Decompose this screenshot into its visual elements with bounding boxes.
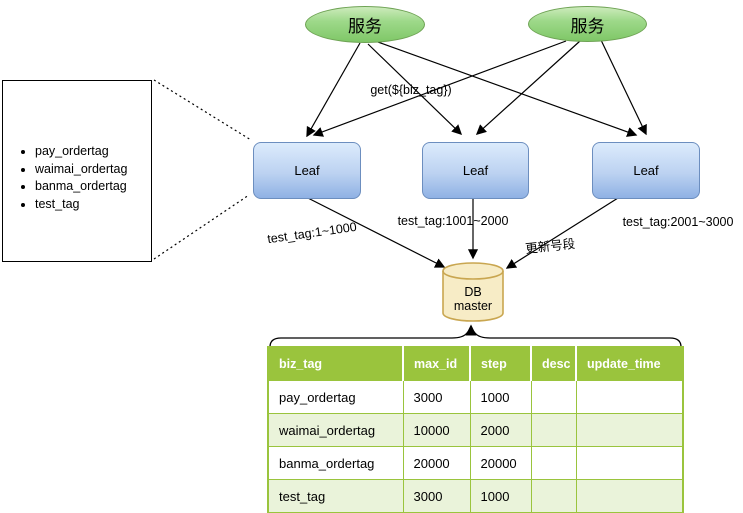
cell-step: 1000 <box>469 479 532 513</box>
update-segment-label: 更新号段 <box>524 236 576 257</box>
cell-update-time <box>575 413 684 447</box>
dotted-callout-bottom <box>153 194 250 260</box>
dotted-callout-top <box>153 79 252 141</box>
table-row: pay_ordertag 3000 1000 <box>267 380 684 414</box>
db-label-line1: DB <box>464 285 482 299</box>
cell-max-id: 10000 <box>402 413 471 447</box>
cell-max-id: 3000 <box>402 479 471 513</box>
table-row: test_tag 3000 1000 <box>267 479 684 513</box>
tag-list-note: pay_ordertag waimai_ordertag banma_order… <box>2 80 152 262</box>
cell-step: 1000 <box>469 380 532 414</box>
tag-list-item: pay_ordertag <box>35 143 151 161</box>
cell-step: 20000 <box>469 446 532 480</box>
cell-update-time <box>575 479 684 513</box>
leaf-node-1-label: Leaf <box>294 163 320 178</box>
leaf-node-2-label: Leaf <box>462 163 489 178</box>
cell-desc <box>530 413 577 447</box>
arrow-service1-leaf1 <box>306 42 361 138</box>
tag-list-item: banma_ordertag <box>35 178 151 196</box>
col-header-update-time: update_time <box>576 347 683 381</box>
cell-max-id: 20000 <box>402 446 471 480</box>
cell-update-time <box>575 446 684 480</box>
request-edge-label: get(${biz_tag}) <box>370 83 452 97</box>
cell-update-time <box>575 380 684 414</box>
cell-biz-tag: banma_ordertag <box>267 446 404 480</box>
leaf-node-1: Leaf <box>253 142 361 199</box>
cell-desc <box>530 380 577 414</box>
leaf-node-3: Leaf <box>592 142 700 199</box>
leaf-node-2: Leaf <box>422 142 529 199</box>
leaf-node-3-label: Leaf <box>633 163 659 178</box>
col-header-step: step <box>470 347 532 381</box>
leaf3-segment-label: test_tag:2001~3000 <box>622 215 734 229</box>
service-node-1: 服务 <box>305 6 425 43</box>
cell-biz-tag: pay_ordertag <box>267 380 404 414</box>
tag-list-item: waimai_ordertag <box>35 161 151 179</box>
table-row: waimai_ordertag 10000 2000 <box>267 413 684 447</box>
leaf1-segment-label: test_tag:1~1000 <box>266 219 358 247</box>
cell-desc <box>530 446 577 480</box>
tag-list-item: test_tag <box>35 196 151 214</box>
service-node-2-label: 服务 <box>570 16 605 36</box>
leaf2-segment-label: test_tag:1001~2000 <box>397 214 509 228</box>
table-header-row: biz_tag max_id step desc update_time <box>268 347 683 381</box>
db-label-line2: master <box>453 299 493 313</box>
table-row: banma_ordertag 20000 20000 <box>267 446 684 480</box>
arrow-leaf3-db <box>505 197 619 269</box>
col-header-max-id: max_id <box>403 347 471 381</box>
cell-step: 2000 <box>469 413 532 447</box>
service-node-2: 服务 <box>528 6 647 42</box>
col-header-desc: desc <box>531 347 577 381</box>
segment-table: biz_tag max_id step desc update_time pay… <box>267 346 684 513</box>
cell-desc <box>530 479 577 513</box>
tag-list: pay_ordertag waimai_ordertag banma_order… <box>3 81 151 213</box>
segment-table-wrapper: biz_tag max_id step desc update_time pay… <box>267 346 684 513</box>
cell-biz-tag: waimai_ordertag <box>267 413 404 447</box>
arrow-service2-leaf3 <box>600 39 647 136</box>
db-master-label: DB master <box>443 285 503 313</box>
cell-max-id: 3000 <box>402 380 471 414</box>
cell-biz-tag: test_tag <box>267 479 404 513</box>
col-header-biz-tag: biz_tag <box>268 347 404 381</box>
service-node-1-label: 服务 <box>348 17 382 36</box>
table-brace <box>269 326 682 348</box>
arrow-service2-leaf2 <box>475 40 581 135</box>
